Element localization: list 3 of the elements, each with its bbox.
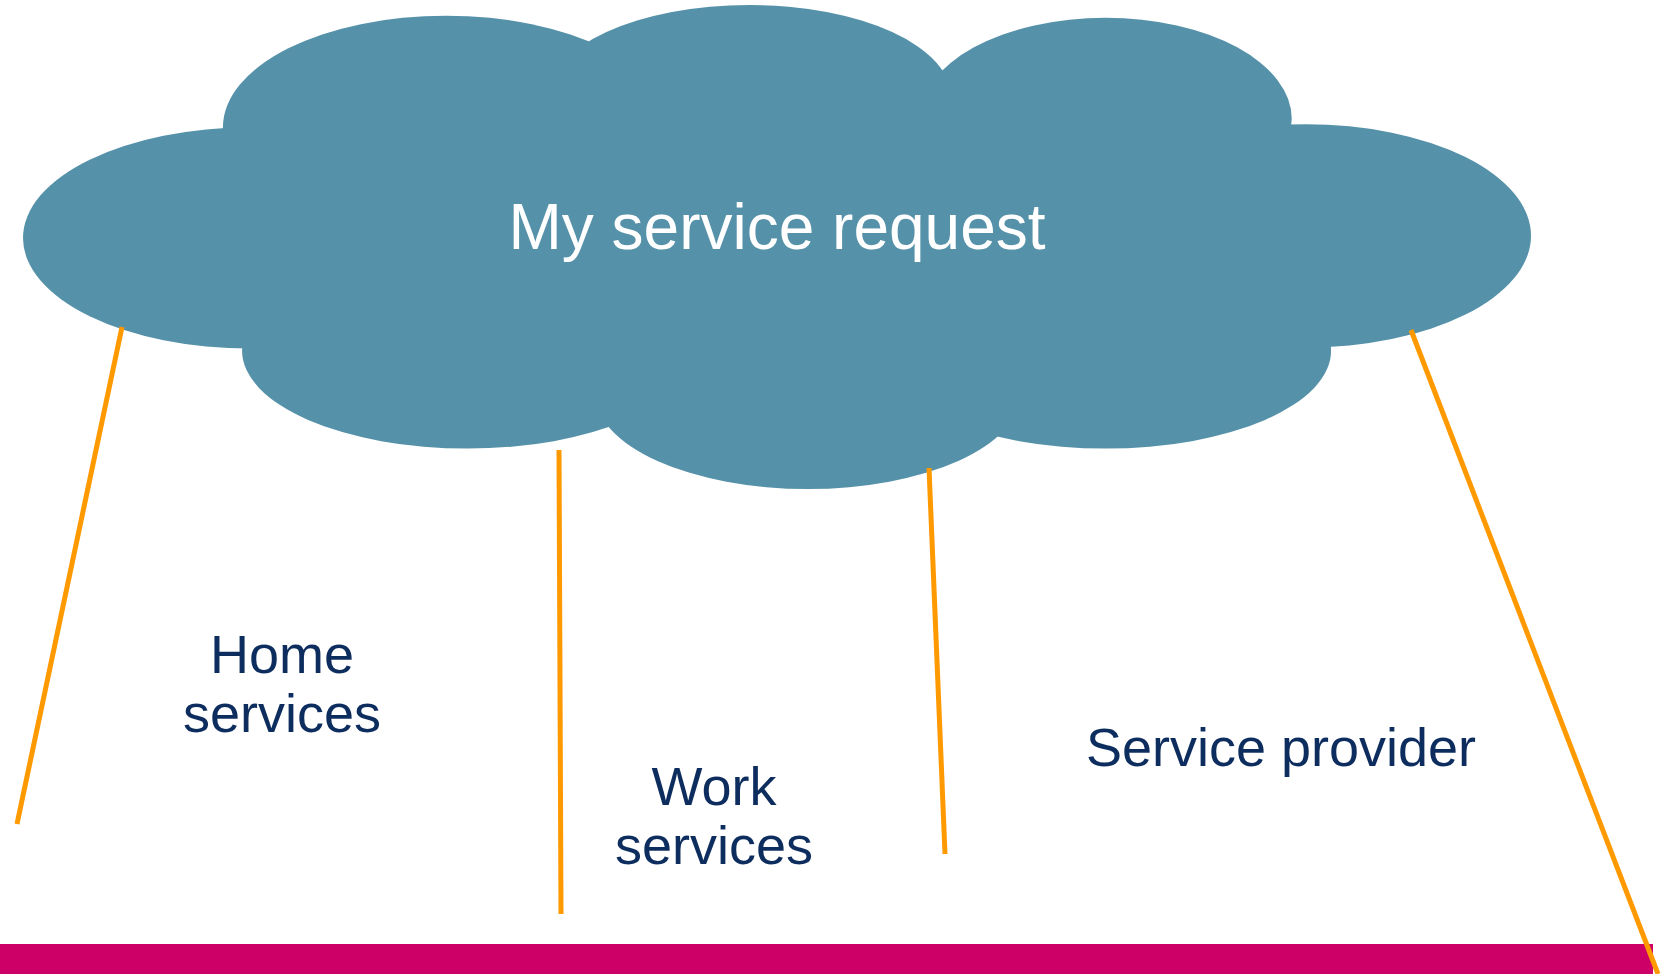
region-label: Home services — [181, 625, 382, 744]
region-label: Work services — [613, 757, 814, 876]
region-label: Service provider — [1084, 718, 1478, 778]
